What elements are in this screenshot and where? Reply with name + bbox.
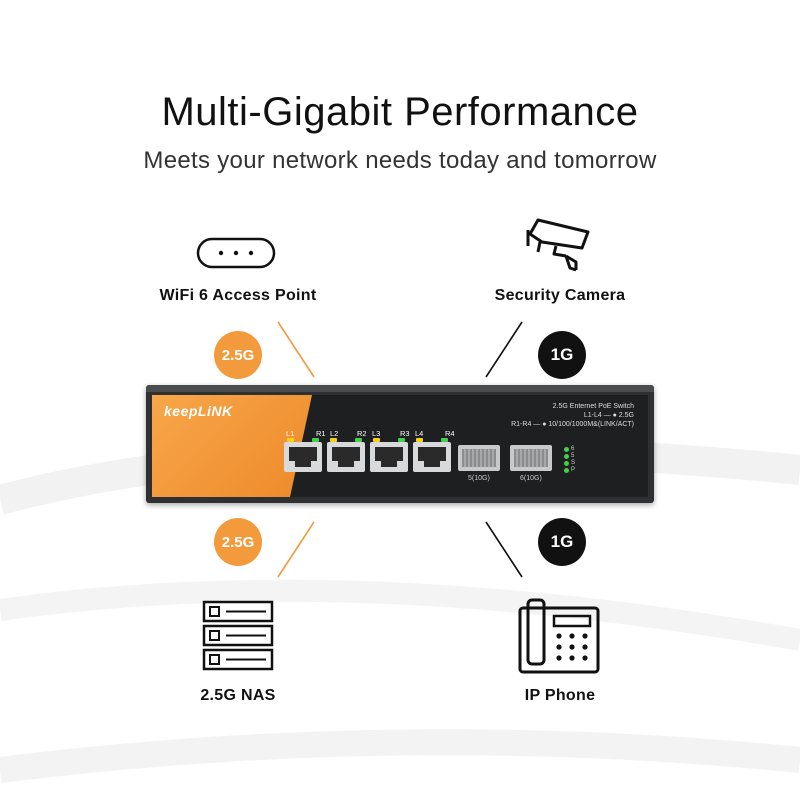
port-label-r4: R4 (445, 429, 455, 438)
nas-label: 2.5G NAS (200, 687, 276, 704)
sfp-port-6[interactable] (510, 445, 552, 471)
port-led-link (416, 438, 423, 442)
security-camera-icon (526, 218, 590, 272)
switch-legend-line2: R1-R4 — ● 10/100/1000M&(LINK/ACT) (511, 421, 634, 428)
port-socket (289, 447, 317, 467)
page-title: Multi-Gigabit Performance (161, 90, 639, 134)
ethernet-port-1[interactable] (284, 438, 322, 472)
speed-badge-nas: 2.5G (214, 518, 262, 566)
wifi-access-point-icon (196, 237, 276, 269)
page-subtitle: Meets your network needs today and tomor… (143, 147, 657, 174)
port-led-link (330, 438, 337, 442)
port-socket (332, 447, 360, 467)
ip-phone-icon (518, 598, 600, 674)
port-led-act (312, 438, 319, 442)
port-led-link (373, 438, 380, 442)
sfp-port-5[interactable] (458, 445, 500, 471)
port-label-l3: L3 (372, 429, 381, 438)
ethernet-port-3[interactable] (370, 438, 408, 472)
port-label-l1: L1 (286, 429, 295, 438)
switch-top-edge (146, 385, 654, 392)
status-led-label-s: S (571, 460, 576, 466)
ethernet-port-4[interactable] (413, 438, 451, 472)
ip-phone-label: IP Phone (524, 687, 596, 704)
speed-badge-wifi: 2.5G (214, 331, 262, 379)
switch-model-text: 2.5G Enternet PoE Switch (552, 403, 634, 410)
port-label-r3: R3 (400, 429, 410, 438)
port-label-r1: R1 (316, 429, 326, 438)
nas-server-icon (202, 600, 274, 671)
speed-badge-phone: 1G (538, 518, 586, 566)
port-label-l2: L2 (330, 429, 339, 438)
port-led-act (441, 438, 448, 442)
status-led-label-5: 5 (571, 453, 575, 459)
port-led-act (355, 438, 362, 442)
status-led-label-p: P (571, 467, 576, 473)
sfp-label-5: 5(10G) (468, 475, 490, 482)
status-led-6 (564, 447, 569, 452)
sfp-label-6: 6(10G) (520, 475, 542, 482)
port-socket (375, 447, 403, 467)
status-led-label-6: 6 (571, 446, 575, 452)
speed-badge-camera: 1G (538, 331, 586, 379)
port-led-act (398, 438, 405, 442)
switch-legend-line1: L1-L4 — ● 2.5G (583, 412, 634, 419)
brand-logo: keepLiNK (164, 403, 233, 419)
status-led-s (564, 461, 569, 466)
port-label-r2: R2 (357, 429, 367, 438)
sfp-slot (514, 449, 548, 467)
sfp-slot (462, 449, 496, 467)
poe-switch: keepLiNK 2.5G Enternet PoE Switch L1-L4 … (146, 385, 654, 503)
wifi-access-point-label: WiFi 6 Access Point (159, 287, 317, 304)
switch-front-panel: keepLiNK 2.5G Enternet PoE Switch L1-L4 … (152, 395, 648, 497)
security-camera-label: Security Camera (494, 287, 626, 304)
port-socket (418, 447, 446, 467)
status-led-5 (564, 454, 569, 459)
port-led-link (287, 438, 294, 442)
port-label-l4: L4 (415, 429, 424, 438)
status-led-p (564, 468, 569, 473)
ethernet-port-2[interactable] (327, 438, 365, 472)
